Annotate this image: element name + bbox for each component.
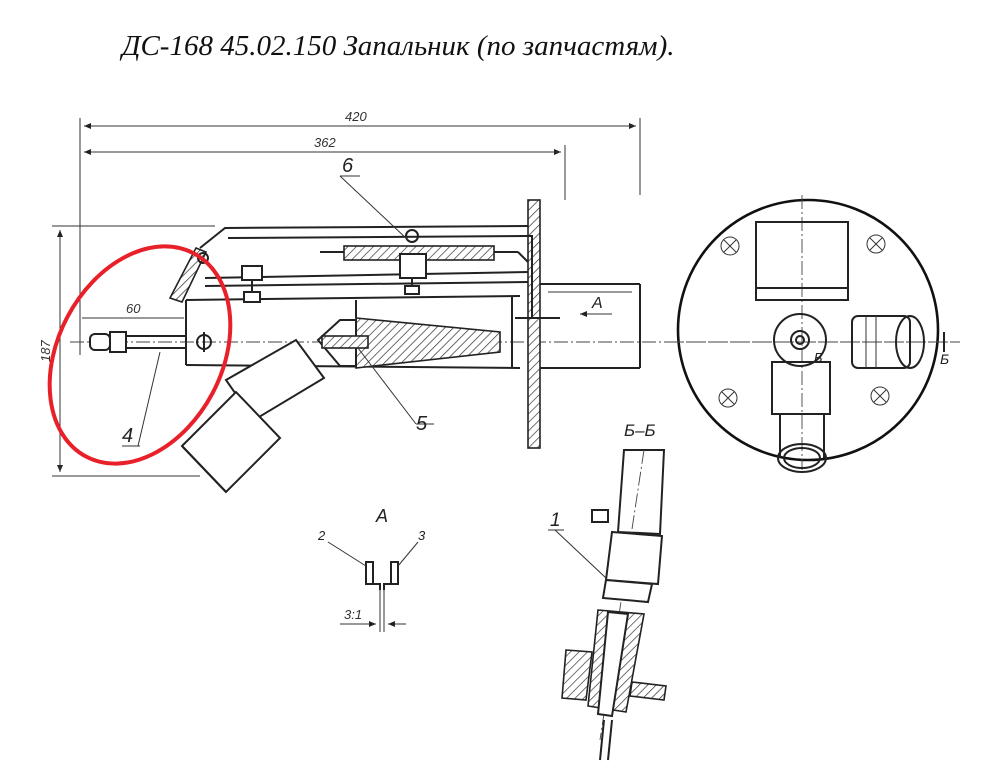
dimension-60: 60 xyxy=(82,301,184,319)
detail-view-a: А 3:1 2 3 xyxy=(317,506,426,632)
top-bolt xyxy=(241,265,263,303)
label-part-4: 4 xyxy=(122,425,133,447)
label-part-3: 3 xyxy=(418,528,426,543)
dim-420-label: 420 xyxy=(345,109,367,124)
dimension-362: 362 xyxy=(84,135,566,200)
dim-362-label: 362 xyxy=(314,135,336,150)
end-view: Б Б xyxy=(670,195,958,473)
section-view-b: Б–Б 1 xyxy=(548,421,667,761)
mounting-flange xyxy=(527,199,541,449)
section-mark-right: Б xyxy=(940,351,949,367)
view-a-title: А xyxy=(375,506,388,526)
scale-label: 3:1 xyxy=(344,607,362,622)
part-4-nozzle xyxy=(89,331,212,353)
label-part-6: 6 xyxy=(342,155,354,177)
label-part-1: 1 xyxy=(550,510,561,531)
angled-inlet-tube xyxy=(180,338,326,494)
drawing-title: ДС-168 45.02.150 Запальник (по запчастям… xyxy=(122,30,675,62)
part-6-assembly xyxy=(320,229,529,295)
section-mark-center: Б xyxy=(814,350,823,365)
highlight-ellipse xyxy=(47,244,233,466)
main-side-view: А xyxy=(70,155,960,494)
label-part-2: 2 xyxy=(317,528,326,543)
arrow-a-label: А xyxy=(591,295,603,312)
dimension-420: 420 xyxy=(79,109,641,355)
label-part-5: 5 xyxy=(416,413,428,435)
part-5-diffuser xyxy=(316,300,501,369)
dim-60-label: 60 xyxy=(126,301,141,316)
section-title: Б–Б xyxy=(624,421,656,440)
dim-187-label: 187 xyxy=(38,340,53,362)
